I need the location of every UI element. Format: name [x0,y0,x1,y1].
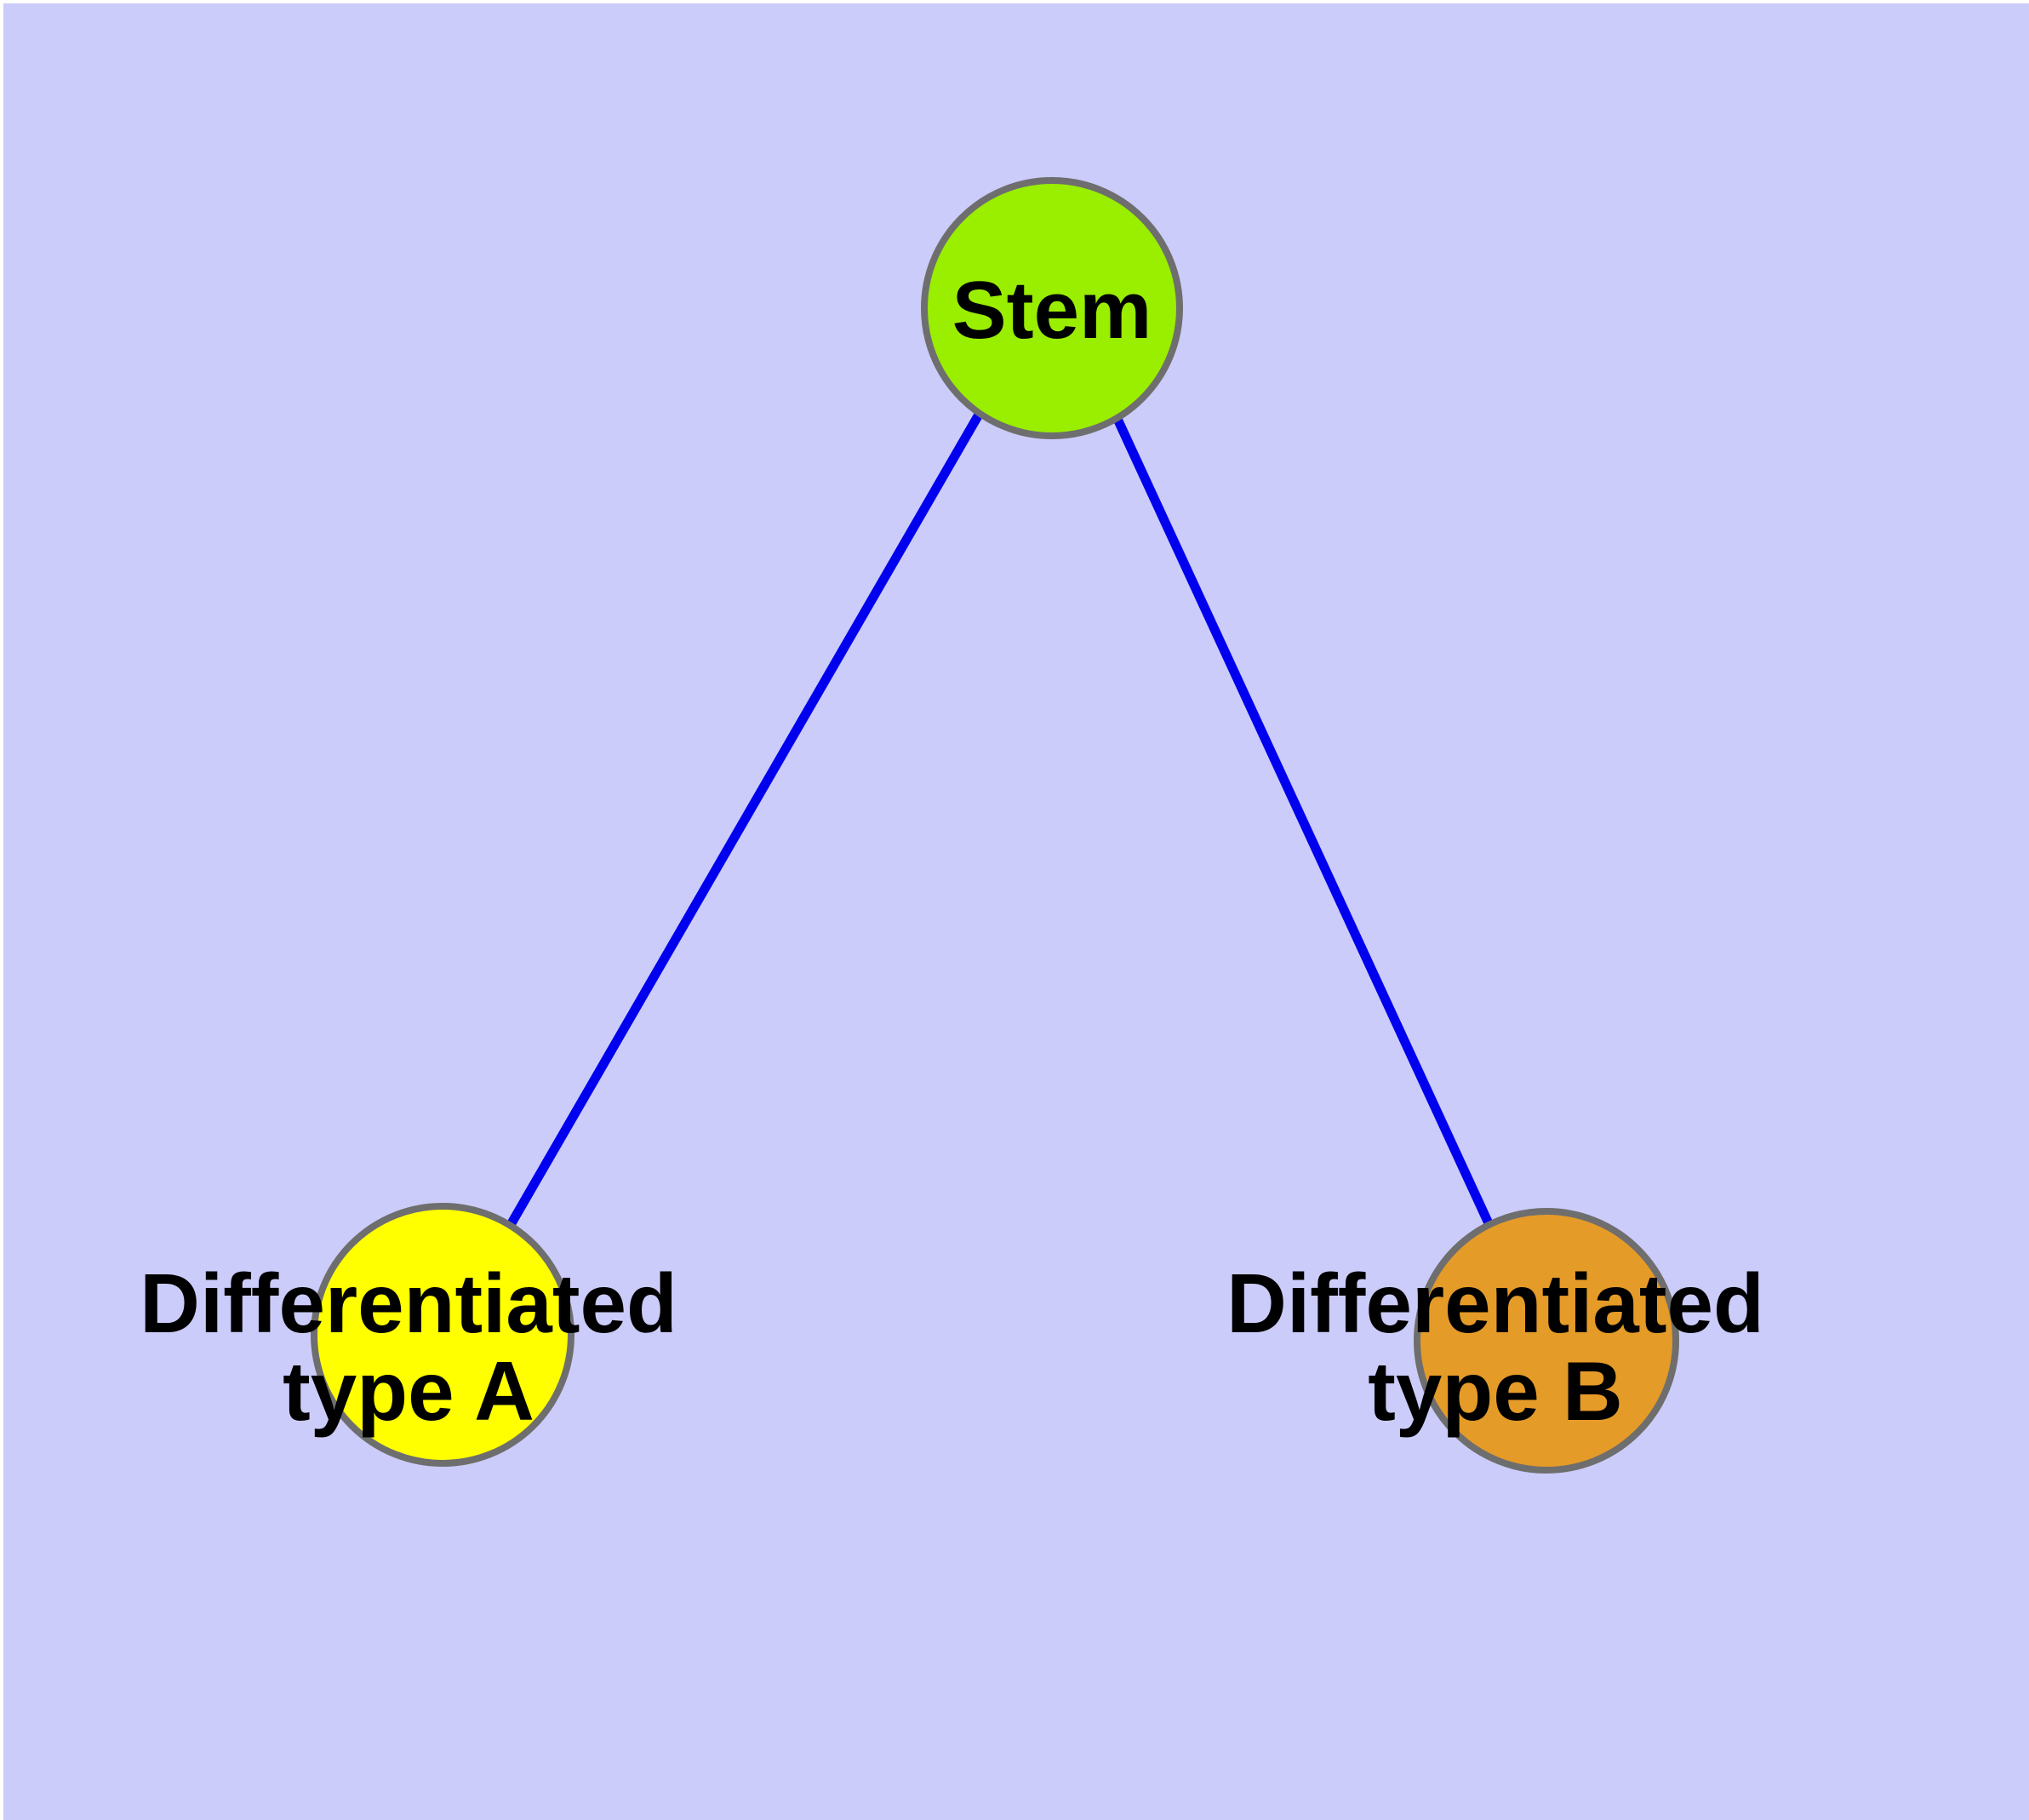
node-circle-differentiated-type-a[interactable] [311,1203,574,1467]
edge-layer [507,412,1493,1226]
node-differentiated-type-a[interactable] [311,1203,574,1467]
node-layer [311,177,1679,1474]
edge-stem-to-differentiated-type-b[interactable] [1112,415,1493,1226]
node-circle-differentiated-type-b[interactable] [1414,1208,1679,1474]
node-differentiated-type-b[interactable] [1414,1208,1679,1474]
node-stem[interactable] [921,177,1183,439]
node-label-differentiated-type-b-line1: Differentiated [1226,1256,1764,1350]
edge-stem-to-differentiated-type-a[interactable] [507,412,983,1226]
node-label-differentiated-type-a-line1: Differentiated [140,1256,677,1350]
label-layer: Stem Differentiated type A Differentiate… [140,265,1764,1438]
node-label-differentiated-type-a-line2: type A [283,1344,534,1438]
node-label-stem: Stem [952,265,1152,356]
node-label-differentiated-type-b-line2: type B [1368,1344,1623,1438]
node-circle-stem[interactable] [921,177,1183,439]
